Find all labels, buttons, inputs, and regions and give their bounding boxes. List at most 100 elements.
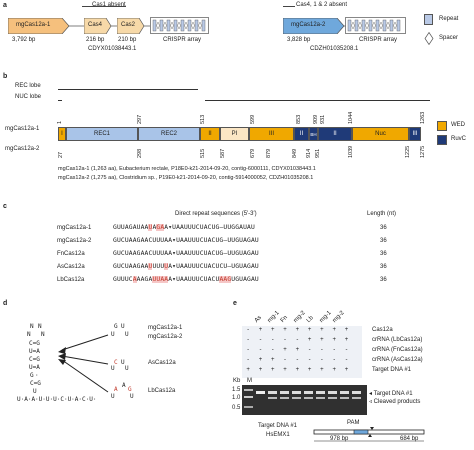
svg-text:N: N: [38, 323, 42, 330]
svg-text:U: U: [111, 331, 115, 338]
cas4-size: 216 bp: [86, 37, 105, 43]
mark: +: [320, 337, 324, 343]
row-cas12a-label: Cas12a: [372, 327, 393, 333]
repeat-seq-4: GUCUAAGAAUUUUUA▾UAAUUUCUACUCU–UGUAGAU: [113, 263, 259, 270]
tick-599: 599: [250, 114, 256, 124]
nuc-lobe-label: NUC lobe: [15, 94, 42, 100]
mark: -: [247, 357, 250, 363]
mark: -: [284, 337, 287, 343]
domain-wed-iii: III: [249, 127, 294, 141]
repeat-name-3: FnCas12a: [57, 251, 85, 257]
mark: -: [320, 357, 323, 363]
mark: +: [270, 367, 275, 373]
domain-wed-ii: II: [200, 127, 220, 141]
tick-931: 931: [320, 114, 326, 124]
mark: +: [332, 367, 336, 373]
cleaved-band-lane2: [268, 397, 277, 399]
svg-text:N: N: [41, 331, 45, 338]
wed-legend-swatch: [437, 121, 447, 131]
domain-rec1: REC1: [66, 127, 138, 141]
repeat-seq-5: GUUUCAAAGAUUAAA▾UAAUUUCUACUAAGUGUAGAU: [113, 276, 259, 283]
btick-1225: 1225: [405, 145, 411, 158]
row-cas12a-marks: -++++++++: [242, 327, 353, 333]
mark: +: [295, 347, 300, 353]
domain-pi: PI: [220, 127, 249, 141]
svg-text:U: U: [130, 393, 134, 400]
tick-909: 909: [313, 114, 319, 124]
rec-lobe-label: REC lobe: [15, 83, 41, 89]
btick-849: 849: [292, 148, 298, 158]
svg-text:U: U: [125, 331, 129, 338]
mark: -: [345, 347, 348, 353]
ruvc-legend-swatch: [437, 135, 447, 145]
mark: -: [247, 327, 250, 333]
mark: +: [344, 327, 349, 333]
loop-label-mg2: mgCas12a-2: [148, 334, 183, 340]
domain-ruvc-ii: II: [318, 127, 352, 141]
svg-text:A: A: [122, 382, 126, 389]
crispr-array-1: [150, 17, 209, 34]
svg-text:N: N: [27, 331, 31, 338]
spacer-legend-icon: [424, 32, 434, 45]
panel-e-label: e: [233, 300, 237, 307]
row2-label: mgCas12a-2: [5, 146, 40, 152]
mark: +: [283, 327, 287, 333]
btick-951: 951: [315, 148, 321, 158]
treatment-grid: [242, 326, 362, 378]
mark: -: [308, 357, 311, 363]
target-band-lane9: [352, 391, 361, 394]
kb-label: Kb: [233, 378, 241, 384]
marker-lane-label: M: [247, 378, 252, 384]
marker-15-label: 1.5: [232, 387, 241, 393]
cas4-label: Cas4: [88, 22, 103, 28]
bp-left-label: 978 bp: [330, 436, 349, 442]
tick-1263: 1263: [420, 111, 426, 124]
marker-band-10: [244, 396, 253, 398]
repeat-name-1: mgCas12a-1: [57, 225, 92, 231]
mark: +: [307, 337, 312, 343]
mark: -: [247, 337, 250, 343]
row-target-marks: +++++++++: [242, 367, 353, 373]
tick-1: 1: [57, 120, 63, 124]
svg-text:N: N: [30, 323, 34, 330]
cleaved-band-label: ◃ Cleaved products: [369, 399, 421, 405]
mark: -: [271, 347, 274, 353]
domain-ruvc-i: II: [294, 127, 309, 141]
hsemx1-label: HsEMX1: [266, 432, 290, 438]
mark: -: [284, 357, 287, 363]
row-crrna-as-label: crRNA (AsCas12a): [372, 357, 423, 363]
panel-b-info1: mgCas12a-1 (1,263 aa), Eubacterium recta…: [58, 166, 316, 172]
repeat-length-1: 36: [380, 225, 387, 231]
ruvc-legend-label: RuvC: [451, 136, 467, 142]
lane-header-mg1b: mg-1: [318, 310, 333, 324]
repeat-seq-3: GUCUAAGAACUUUAA▾UAAUUUCUACUG–UUGUAGAU: [113, 250, 259, 257]
mark: -: [259, 347, 262, 353]
mark: -: [259, 337, 262, 343]
mark: -: [333, 347, 336, 353]
marker-band-05: [244, 406, 253, 408]
target-band-label: ◂ Target DNA #1: [369, 391, 413, 397]
mark: +: [320, 327, 324, 333]
target-band-lane1: [256, 391, 265, 394]
svg-text:G: G: [128, 386, 132, 393]
repeat-header: Direct repeat sequences (5′-3′): [175, 211, 257, 217]
pam-label: PAM: [347, 420, 360, 426]
crispr1-label: CRISPR array: [163, 37, 202, 43]
btick-914: 914: [306, 148, 312, 158]
mark: -: [271, 337, 274, 343]
btick-679: 679: [250, 148, 256, 158]
row1-label: mgCas12a-1: [5, 126, 40, 132]
spacer-legend-label: Spacer: [439, 35, 459, 41]
mark: -: [333, 357, 336, 363]
svg-text:C=G: C=G: [29, 356, 40, 363]
mark: -: [296, 357, 299, 363]
repeat-legend-swatch: [424, 14, 433, 25]
panel-a-label: a: [3, 2, 7, 9]
svg-text:U=A: U=A: [29, 364, 40, 371]
btick-1275: 1275: [420, 145, 426, 158]
svg-text:A: A: [114, 386, 118, 393]
gene-mgcas12a-1: [8, 18, 70, 34]
mark: +: [270, 357, 275, 363]
repeat-seq-2: GUCUAAGAACUUUAA▾UAAUUUCUACUG–UUGUAGAU: [113, 237, 259, 244]
mark: +: [258, 327, 263, 333]
